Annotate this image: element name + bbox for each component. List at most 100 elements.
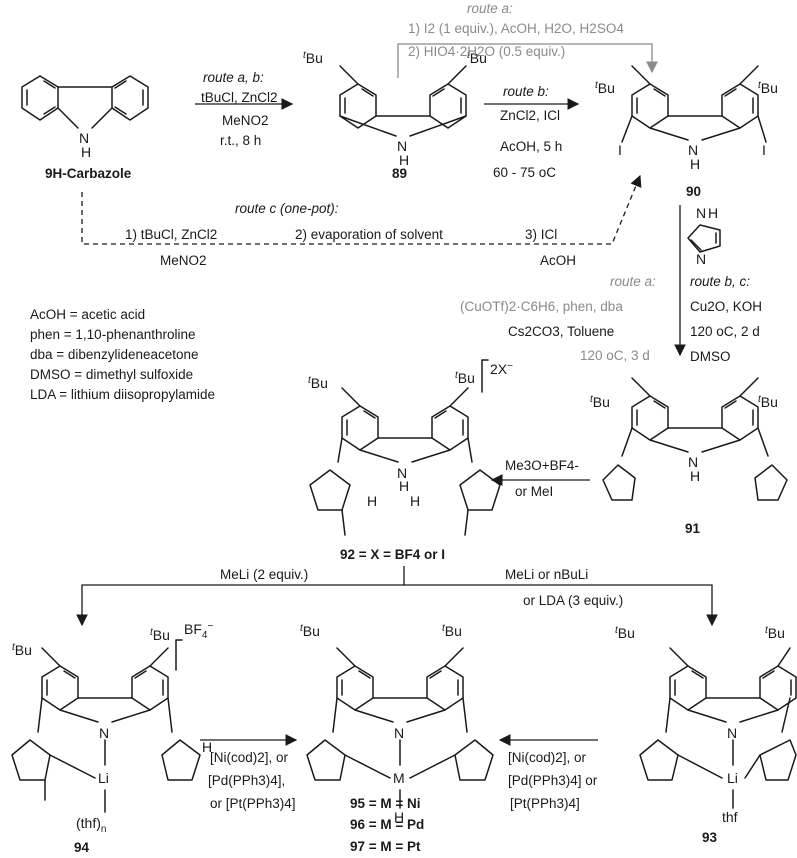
arrow-to-94 bbox=[76, 566, 405, 627]
molecule-91: N H tBu tBu 91 bbox=[590, 377, 788, 536]
molecule-carbazole: N H 9H-Carbazole bbox=[21, 75, 149, 181]
svg-text:H: H bbox=[399, 478, 409, 494]
abbreviation-list: AcOH = acetic acid phen = 1,10-phenanthr… bbox=[30, 307, 215, 402]
svg-text:tBu: tBu bbox=[308, 375, 328, 391]
route-c-b: 2) evaporation of solvent bbox=[295, 227, 443, 242]
step2-line3: 60 - 75 oC bbox=[493, 165, 556, 180]
step1-line1: tBuCl, ZnCl2 bbox=[201, 90, 278, 105]
step4-line2: or MeI bbox=[515, 484, 553, 499]
svg-text:tBu: tBu bbox=[455, 370, 475, 386]
svg-text:H: H bbox=[81, 144, 91, 160]
abbrev-lda: LDA = lithium diisopropylamide bbox=[30, 387, 215, 402]
svg-text:H: H bbox=[394, 809, 404, 825]
svg-text:N: N bbox=[99, 725, 109, 741]
svg-text:H: H bbox=[367, 493, 377, 509]
route-c-e: AcOH bbox=[540, 253, 576, 268]
svg-text:I: I bbox=[618, 142, 622, 158]
route-a-top-line1: 1) I2 (1 equiv.), AcOH, H2O, H2SO4 bbox=[408, 21, 624, 36]
svg-text:BF4−: BF4− bbox=[184, 621, 213, 641]
label-92: 92 = X = BF4 or I bbox=[340, 547, 445, 562]
step5b-line2: or LDA (3 equiv.) bbox=[523, 593, 623, 608]
label-97: 97 = M = Pt bbox=[350, 839, 421, 854]
molecule-90: I I N H tBu tBu 90 bbox=[595, 65, 778, 199]
step5a-line1: MeLi (2 equiv.) bbox=[220, 567, 308, 582]
route-c-title: route c (one-pot): bbox=[235, 201, 339, 216]
svg-text:tBu: tBu bbox=[300, 623, 320, 639]
arrow-to-93 bbox=[404, 584, 718, 627]
molecule-95-97: N M H tBu tBu 95 = M = Ni 96 = M = Pd 97… bbox=[300, 623, 494, 854]
step2-line1: ZnCl2, ICl bbox=[500, 108, 560, 123]
svg-text:tBu: tBu bbox=[615, 625, 635, 641]
svg-text:H: H bbox=[202, 739, 212, 755]
label-93: 93 bbox=[702, 830, 718, 845]
svg-text:tBu: tBu bbox=[590, 394, 610, 410]
abbrev-dba: dba = dibenzylideneacetone bbox=[30, 347, 199, 362]
svg-text:Li: Li bbox=[727, 770, 738, 786]
step6b-line3: [Pt(PPh3)4] bbox=[510, 796, 580, 811]
step5b-line1: MeLi or nBuLi bbox=[505, 567, 588, 582]
svg-text:2X−: 2X− bbox=[490, 361, 513, 377]
step1-line3: r.t., 8 h bbox=[220, 133, 261, 148]
svg-text:tBu: tBu bbox=[758, 394, 778, 410]
step3a-line2: Cs2CO3, Toluene bbox=[508, 324, 614, 339]
svg-text:N: N bbox=[397, 465, 407, 481]
svg-text:Li: Li bbox=[98, 770, 109, 786]
step3a-line3: 120 oC, 3 d bbox=[580, 348, 650, 363]
step3bc-route: route b, c: bbox=[690, 274, 750, 289]
svg-text:I: I bbox=[762, 142, 766, 158]
label-95: 95 = M = Ni bbox=[350, 796, 421, 811]
abbrev-acoh: AcOH = acetic acid bbox=[30, 307, 145, 322]
step1-route: route a, b: bbox=[203, 70, 264, 85]
step3bc-line2: 120 oC, 2 d bbox=[690, 324, 760, 339]
svg-text:(thf)n: (thf)n bbox=[76, 815, 106, 835]
route-a-top-line2: 2) HIO4·2H2O (0.5 equiv.) bbox=[408, 44, 565, 59]
step3bc-line3: DMSO bbox=[690, 349, 731, 364]
svg-text:H: H bbox=[399, 152, 409, 168]
arrow-route-a-top bbox=[397, 43, 658, 78]
label-91: 91 bbox=[685, 521, 701, 536]
svg-text:H: H bbox=[690, 468, 700, 484]
molecule-imidazole: N H N bbox=[687, 205, 721, 267]
svg-text:N: N bbox=[688, 454, 698, 470]
svg-text:tBu: tBu bbox=[467, 50, 487, 66]
route-c-d: MeNO2 bbox=[160, 253, 207, 268]
svg-text:H: H bbox=[690, 156, 700, 172]
label-89: 89 bbox=[392, 166, 407, 181]
svg-text:N: N bbox=[727, 725, 737, 741]
step6a-line3: or [Pt(PPh3)4] bbox=[210, 796, 296, 811]
svg-text:H: H bbox=[410, 493, 420, 509]
svg-text:tBu: tBu bbox=[150, 627, 170, 643]
arrow-route-c bbox=[81, 174, 642, 245]
label-96: 96 = M = Pd bbox=[350, 817, 424, 832]
svg-text:N: N bbox=[394, 725, 404, 741]
svg-text:N: N bbox=[696, 251, 706, 267]
step3a-line1: (CuOTf)2·C6H6, phen, dba bbox=[460, 299, 623, 314]
step1-line2: MeNO2 bbox=[222, 113, 269, 128]
step6b-line1: [Ni(cod)2], or bbox=[508, 750, 587, 765]
step4-line1: Me3O+BF4- bbox=[505, 458, 579, 473]
svg-text:M: M bbox=[393, 770, 405, 786]
step3a-route: route a: bbox=[610, 274, 656, 289]
route-a-top-title: route a: bbox=[467, 1, 513, 16]
svg-text:tBu: tBu bbox=[595, 80, 615, 96]
step3bc-line1: Cu2O, KOH bbox=[690, 299, 762, 314]
molecule-94: N Li (thf)n H tBu tBu BF4− 94 bbox=[11, 621, 213, 855]
label-90: 90 bbox=[686, 184, 701, 199]
svg-text:N: N bbox=[688, 142, 698, 158]
abbrev-phen: phen = 1,10-phenanthroline bbox=[30, 327, 196, 342]
svg-text:thf: thf bbox=[722, 809, 738, 825]
route-c-c: 3) ICl bbox=[525, 227, 557, 242]
step6a-line2: [Pd(PPh3)4], bbox=[208, 773, 285, 788]
svg-text:N: N bbox=[79, 130, 89, 146]
svg-text:tBu: tBu bbox=[765, 625, 785, 641]
svg-text:tBu: tBu bbox=[758, 80, 778, 96]
abbrev-dmso: DMSO = dimethyl sulfoxide bbox=[30, 367, 193, 382]
svg-text:H: H bbox=[708, 205, 718, 221]
molecule-92: N H H H tBu tBu 2X− 92 = X = BF4 or I bbox=[308, 359, 513, 562]
step6a-line1: [Ni(cod)2], or bbox=[210, 750, 289, 765]
step6b-line2: [Pd(PPh3)4] or bbox=[508, 773, 598, 788]
label-94: 94 bbox=[74, 840, 90, 855]
svg-text:N: N bbox=[696, 205, 706, 221]
